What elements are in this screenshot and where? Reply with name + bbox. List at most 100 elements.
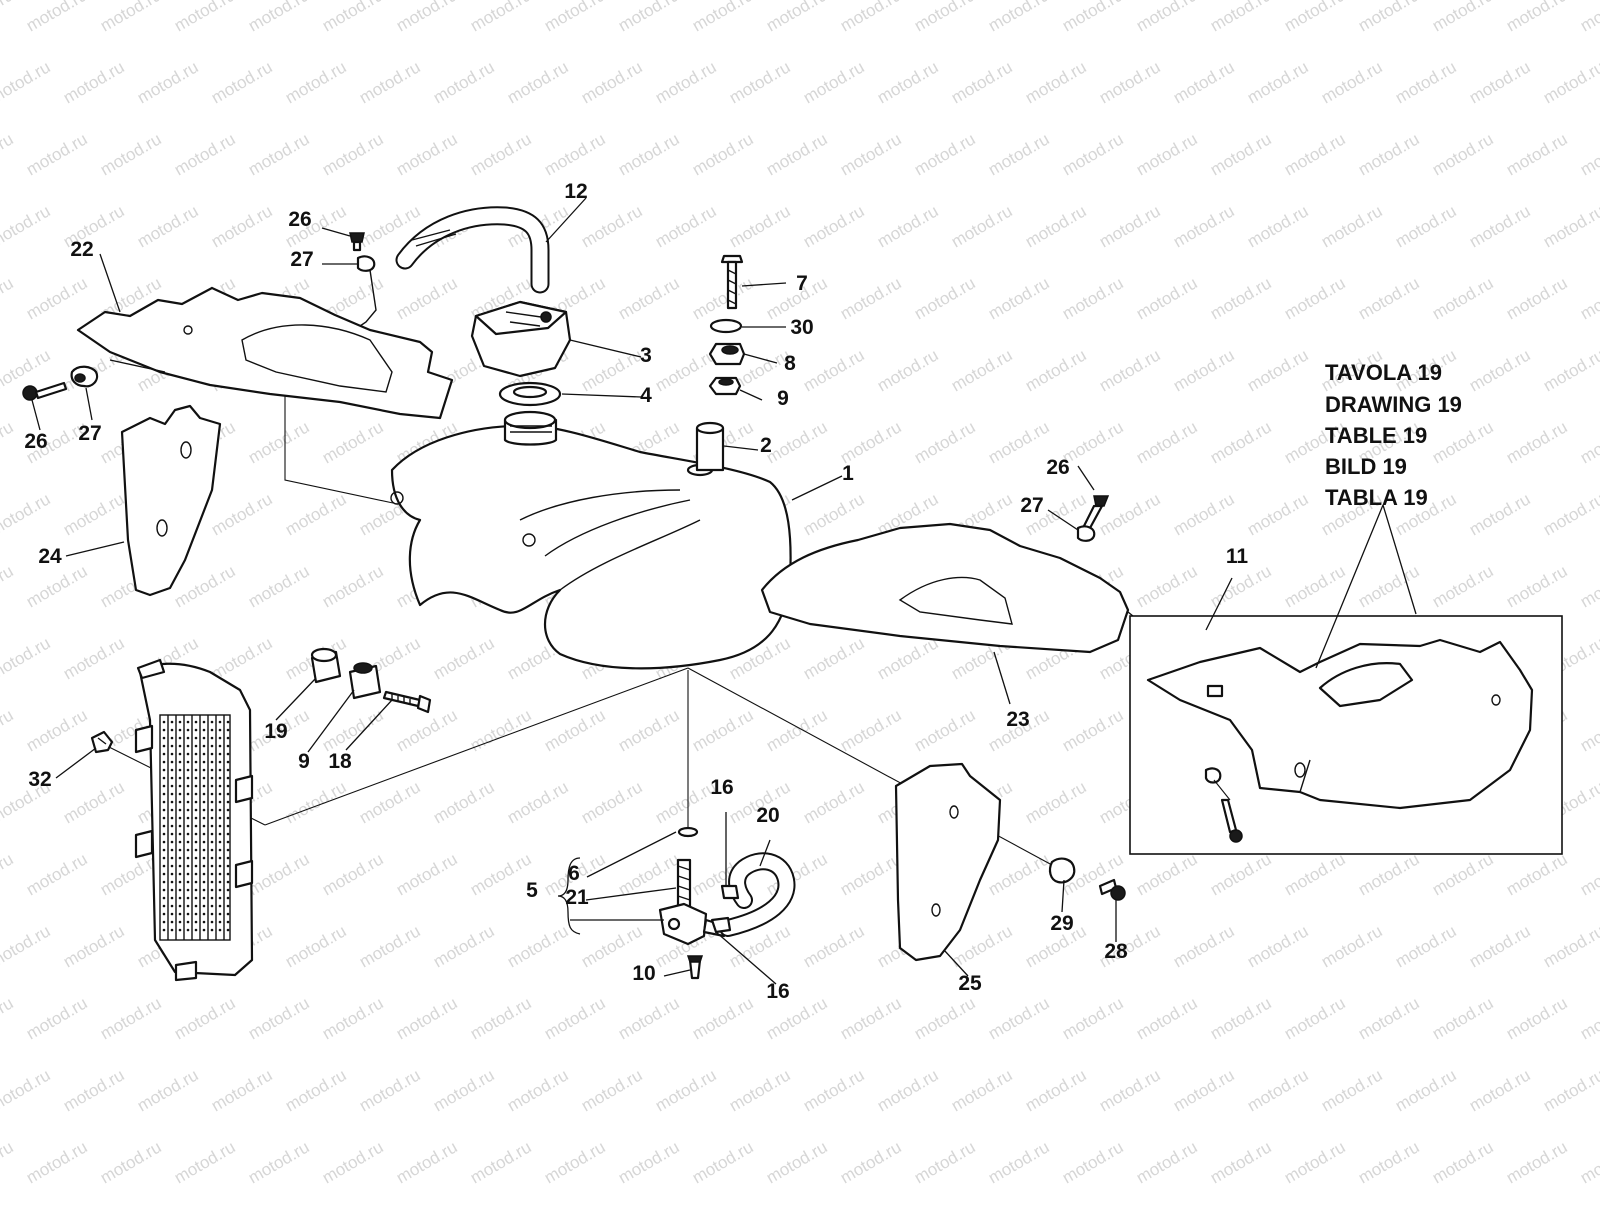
left-side-panel bbox=[120, 404, 222, 597]
fuel-tank bbox=[390, 410, 792, 670]
radiator-core-dot bbox=[218, 824, 222, 828]
radiator-core-dot bbox=[178, 872, 182, 876]
reference-note-line: TABLA 19 bbox=[1325, 485, 1428, 510]
tank-mount-stack bbox=[695, 254, 746, 472]
callout-label: 27 bbox=[1020, 494, 1043, 517]
radiator-core-dot bbox=[162, 720, 166, 724]
radiator-core-dot bbox=[178, 728, 182, 732]
radiator-core-dot bbox=[202, 920, 206, 924]
radiator-core-dot bbox=[210, 784, 214, 788]
radiator-core-dot bbox=[162, 864, 166, 868]
radiator-core-dot bbox=[210, 832, 214, 836]
fuel-cap bbox=[470, 300, 572, 378]
radiator-core-dot bbox=[170, 728, 174, 732]
radiator-core-dot bbox=[226, 896, 230, 900]
callout-label: 26 bbox=[288, 208, 311, 231]
radiator-core-dot bbox=[170, 784, 174, 788]
radiator-core-dot bbox=[202, 720, 206, 724]
radiator-core-dot bbox=[186, 848, 190, 852]
radiator-core-dot bbox=[226, 776, 230, 780]
radiator-core-dot bbox=[178, 912, 182, 916]
radiator-core-dot bbox=[194, 744, 198, 748]
radiator-core-dot bbox=[218, 736, 222, 740]
radiator-core-dot bbox=[186, 720, 190, 724]
radiator-core-dot bbox=[170, 928, 174, 932]
radiator-core-dot bbox=[162, 888, 166, 892]
radiator-core-dot bbox=[178, 896, 182, 900]
radiator-core-dot bbox=[170, 920, 174, 924]
left-radiator-shroud bbox=[76, 286, 454, 420]
radiator-core-dot bbox=[162, 880, 166, 884]
radiator-core-dot bbox=[186, 888, 190, 892]
callout-label: 19 bbox=[264, 720, 287, 743]
radiator-core-dot bbox=[186, 920, 190, 924]
callout-label: 18 bbox=[328, 750, 352, 773]
radiator-core-dot bbox=[210, 880, 214, 884]
radiator-core-dot bbox=[194, 840, 198, 844]
radiator-core-dot bbox=[194, 856, 198, 860]
callout-label: 30 bbox=[790, 316, 813, 339]
callout-label: 8 bbox=[784, 352, 796, 375]
callout-label: 28 bbox=[1104, 940, 1128, 963]
radiator-core-dot bbox=[170, 832, 174, 836]
radiator-core-dot bbox=[202, 880, 206, 884]
radiator-core-dot bbox=[170, 760, 174, 764]
radiator-core-dot bbox=[194, 784, 198, 788]
radiator-core-dot bbox=[162, 768, 166, 772]
radiator-core-dot bbox=[186, 912, 190, 916]
radiator-core-dot bbox=[202, 840, 206, 844]
callout-label: 27 bbox=[290, 248, 313, 271]
radiator-core-dot bbox=[194, 728, 198, 732]
radiator-core-dot bbox=[194, 880, 198, 884]
radiator-core-dot bbox=[186, 760, 190, 764]
callout-label: 2 bbox=[760, 434, 772, 457]
radiator-core-dot bbox=[162, 832, 166, 836]
radiator-core-dot bbox=[226, 864, 230, 868]
right-panel-fasteners bbox=[1048, 857, 1126, 901]
radiator bbox=[134, 658, 254, 982]
radiator-core bbox=[162, 720, 230, 932]
radiator-core-dot bbox=[170, 864, 174, 868]
left-bolt-and-washer bbox=[22, 365, 99, 401]
radiator-core-dot bbox=[210, 848, 214, 852]
radiator-core-dot bbox=[194, 896, 198, 900]
radiator-core-dot bbox=[194, 864, 198, 868]
radiator-core-dot bbox=[210, 808, 214, 812]
radiator-core-dot bbox=[218, 920, 222, 924]
radiator-core-dot bbox=[226, 824, 230, 828]
radiator-core-dot bbox=[162, 736, 166, 740]
radiator-core-dot bbox=[210, 728, 214, 732]
radiator-core-dot bbox=[178, 888, 182, 892]
radiator-core-dot bbox=[218, 864, 222, 868]
radiator-core-dot bbox=[218, 792, 222, 796]
radiator-core-dot bbox=[218, 760, 222, 764]
radiator-core-dot bbox=[178, 928, 182, 932]
radiator-core-dot bbox=[194, 848, 198, 852]
radiator-core-dot bbox=[218, 896, 222, 900]
radiator-core-dot bbox=[178, 760, 182, 764]
radiator-core-dot bbox=[226, 848, 230, 852]
breather-hose bbox=[395, 206, 550, 294]
callout-label: 23 bbox=[1006, 708, 1029, 731]
radiator-core-dot bbox=[226, 920, 230, 924]
radiator-core-dot bbox=[210, 792, 214, 796]
radiator-core-dot bbox=[210, 840, 214, 844]
radiator-core-dot bbox=[186, 808, 190, 812]
radiator-core-dot bbox=[170, 856, 174, 860]
callout-label: 24 bbox=[38, 545, 62, 568]
radiator-core-dot bbox=[226, 840, 230, 844]
radiator-core-dot bbox=[194, 792, 198, 796]
radiator-core-dot bbox=[226, 904, 230, 908]
radiator-clip bbox=[90, 730, 114, 754]
radiator-core-dot bbox=[194, 832, 198, 836]
radiator-core-dot bbox=[194, 920, 198, 924]
callout-label: 21 bbox=[565, 886, 589, 909]
radiator-core-dot bbox=[202, 816, 206, 820]
radiator-core-dot bbox=[194, 888, 198, 892]
radiator-core-dot bbox=[226, 784, 230, 788]
radiator-core-dot bbox=[162, 904, 166, 908]
radiator-core-dot bbox=[162, 920, 166, 924]
radiator-core-dot bbox=[202, 888, 206, 892]
callout-label: 3 bbox=[640, 344, 652, 367]
radiator-core-dot bbox=[226, 928, 230, 932]
